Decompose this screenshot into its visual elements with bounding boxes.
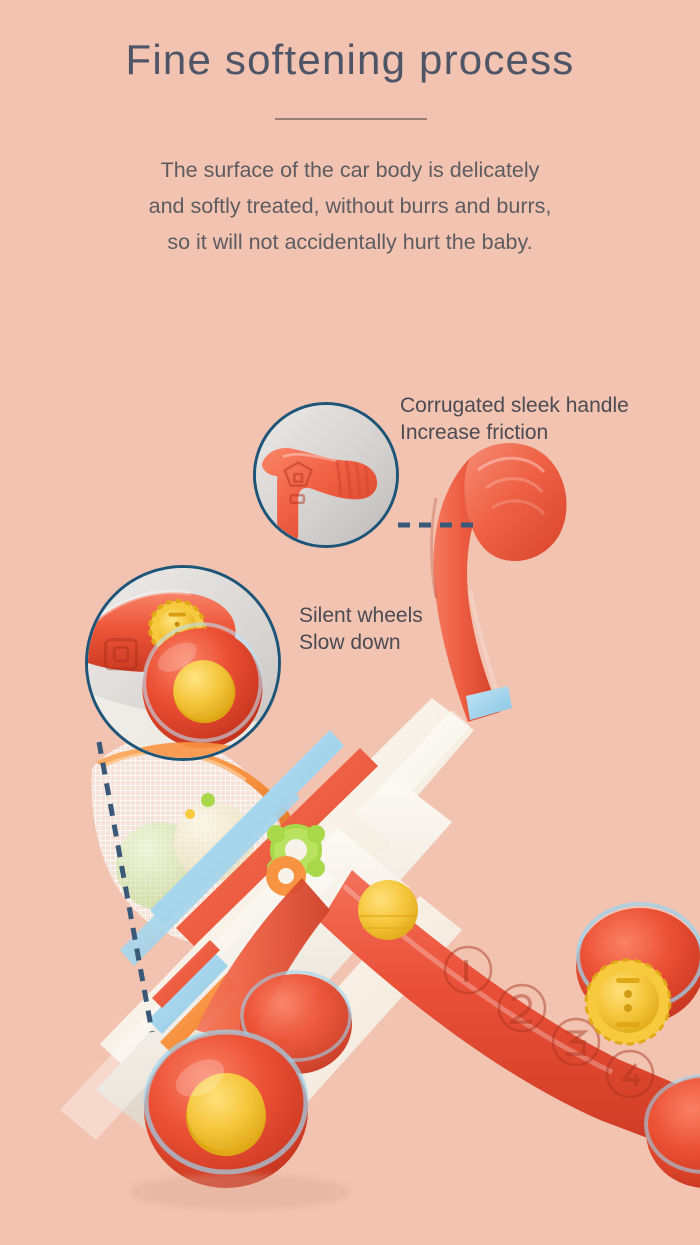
magnifier-wheel-content bbox=[88, 568, 278, 758]
callout-handle-line-2: Increase friction bbox=[400, 421, 549, 444]
handle-post bbox=[430, 443, 567, 722]
embossed-badge bbox=[497, 983, 547, 1033]
callout-handle-line-1: Corrugated sleek handle bbox=[400, 394, 629, 417]
magnified-wheel bbox=[142, 622, 263, 749]
subtitle-line-2: and softly treated, without burrs and bu… bbox=[148, 194, 552, 218]
callout-wheels-line-2: Slow down bbox=[299, 631, 401, 654]
ground-shadow bbox=[130, 1174, 350, 1210]
wheel-edge-right bbox=[644, 1074, 700, 1188]
magnified-emboss-logo bbox=[283, 461, 314, 505]
toy-dot-green bbox=[201, 793, 215, 807]
embossed-badge bbox=[443, 945, 493, 995]
magnified-emboss-square bbox=[103, 638, 138, 671]
page-subtitle: The surface of the car body is delicatel… bbox=[0, 152, 700, 260]
magnified-handle-grip bbox=[261, 447, 378, 543]
rear-wheel-right bbox=[576, 902, 700, 1046]
magnifier-handle bbox=[253, 402, 399, 548]
callout-wheels-line-1: Silent wheels bbox=[299, 604, 423, 627]
embossed-badge bbox=[605, 1049, 655, 1099]
magnifier-handle-content bbox=[256, 405, 396, 545]
handle-blue-collar bbox=[466, 686, 512, 720]
subtitle-line-3: so it will not accidentally hurt the bab… bbox=[167, 230, 533, 254]
front-wheel bbox=[143, 1029, 309, 1188]
magnified-blue-collar bbox=[279, 531, 316, 545]
callout-label-handle: Corrugated sleek handle Increase frictio… bbox=[400, 392, 629, 446]
embossed-badge bbox=[551, 1017, 601, 1067]
yellow-disc-knob bbox=[358, 880, 418, 940]
toy-dot-yellow bbox=[185, 809, 195, 819]
wheel-gear-cap bbox=[584, 958, 672, 1046]
subtitle-line-1: The surface of the car body is delicatel… bbox=[160, 158, 540, 182]
page-title: Fine softening process bbox=[125, 36, 575, 83]
title-divider bbox=[275, 118, 427, 120]
callout-label-wheels: Silent wheels Slow down bbox=[299, 602, 423, 656]
magnifier-wheel bbox=[85, 565, 281, 761]
